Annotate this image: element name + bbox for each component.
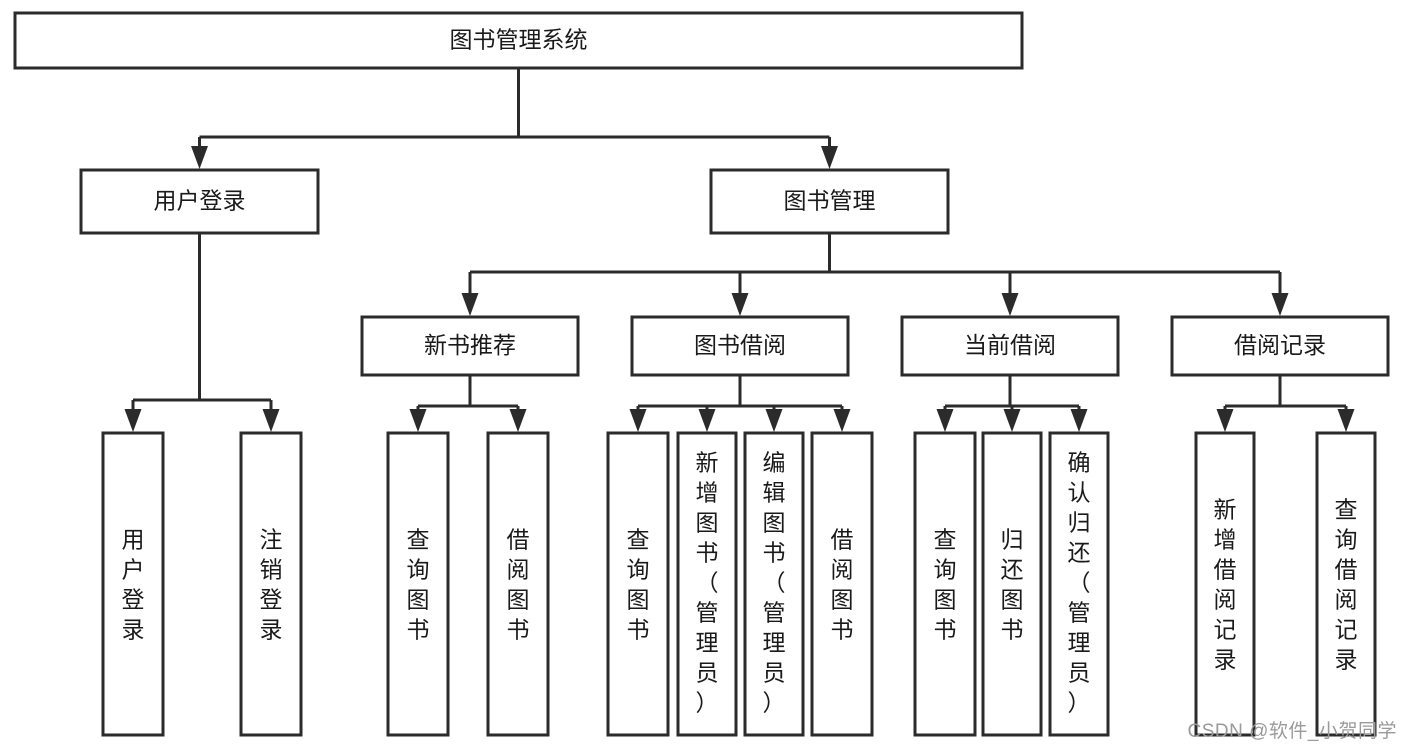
node-label: 借阅图书 bbox=[507, 526, 530, 642]
node-new-book-recommend[interactable]: 新书推荐 bbox=[360, 315, 580, 377]
node-leaf-return-book[interactable]: 归还图书 bbox=[981, 431, 1043, 737]
arrow-head-icon bbox=[629, 409, 647, 432]
node-borrow-record[interactable]: 借阅记录 bbox=[1170, 315, 1390, 377]
node-box[interactable] bbox=[360, 315, 580, 377]
node-leaf-borrow-book[interactable]: 借阅图书 bbox=[810, 431, 874, 737]
node-label: 图书借阅 bbox=[694, 332, 786, 358]
arrow-head-icon bbox=[731, 293, 749, 316]
connector-group-root bbox=[191, 68, 838, 169]
arrow-head-icon bbox=[1070, 409, 1088, 432]
node-box[interactable] bbox=[676, 431, 738, 737]
node-book-borrow[interactable]: 图书借阅 bbox=[630, 315, 850, 377]
node-box[interactable] bbox=[606, 431, 670, 737]
node-label: 借阅记录 bbox=[1234, 332, 1326, 358]
arrow-head-icon bbox=[124, 409, 142, 432]
node-label: 新增借阅记录 bbox=[1214, 496, 1237, 672]
node-box[interactable] bbox=[709, 168, 950, 235]
node-label: 查询借阅记录 bbox=[1335, 496, 1358, 672]
node-box[interactable] bbox=[900, 315, 1120, 377]
arrow-head-icon bbox=[698, 409, 716, 432]
node-leaf-edit-book[interactable]: 编辑图书（管理员） bbox=[743, 431, 805, 737]
watermark-label: CSDN @软件_小贺同学 bbox=[1187, 721, 1397, 742]
node-box[interactable] bbox=[386, 431, 450, 737]
node-leaf-user-login[interactable]: 用户登录 bbox=[101, 431, 165, 737]
arrow-head-icon bbox=[191, 146, 208, 169]
node-box[interactable] bbox=[913, 431, 977, 737]
node-layer: 图书管理系统用户登录图书管理新书推荐图书借阅当前借阅借阅记录用户登录注销登录查询… bbox=[13, 11, 1390, 737]
node-leaf-query-book-current[interactable]: 查询图书 bbox=[913, 431, 977, 737]
node-box[interactable] bbox=[981, 431, 1043, 737]
node-label: 查询图书 bbox=[934, 526, 957, 642]
arrow-head-icon bbox=[509, 409, 527, 432]
node-box[interactable] bbox=[79, 168, 320, 235]
node-box[interactable] bbox=[630, 315, 850, 377]
node-box[interactable] bbox=[1048, 431, 1110, 737]
arrow-head-icon bbox=[821, 146, 838, 169]
node-box[interactable] bbox=[239, 431, 303, 737]
node-user-login[interactable]: 用户登录 bbox=[79, 168, 320, 235]
node-label: 确认归还（管理员） bbox=[1068, 449, 1091, 715]
node-root[interactable]: 图书管理系统 bbox=[13, 11, 1024, 70]
node-box[interactable] bbox=[13, 11, 1024, 70]
node-leaf-logout[interactable]: 注销登录 bbox=[239, 431, 303, 737]
node-label: 归还图书 bbox=[1001, 526, 1024, 642]
arrow-head-icon bbox=[936, 409, 954, 432]
node-label: 当前借阅 bbox=[964, 332, 1056, 358]
node-box[interactable] bbox=[1194, 431, 1256, 737]
node-leaf-query-book-rec[interactable]: 查询图书 bbox=[386, 431, 450, 737]
node-label: 新书推荐 bbox=[424, 332, 516, 358]
arrow-head-icon bbox=[1003, 409, 1021, 432]
node-label: 编辑图书（管理员） bbox=[763, 449, 786, 715]
connector-group-new-book-recommend bbox=[409, 375, 527, 432]
node-leaf-add-borrow-record[interactable]: 新增借阅记录 bbox=[1194, 431, 1256, 737]
node-leaf-query-book-borrow[interactable]: 查询图书 bbox=[606, 431, 670, 737]
node-leaf-query-borrow-record[interactable]: 查询借阅记录 bbox=[1315, 431, 1377, 737]
node-box[interactable] bbox=[810, 431, 874, 737]
arrow-head-icon bbox=[409, 409, 427, 432]
arrow-head-icon bbox=[262, 409, 280, 432]
node-label: 图书管理系统 bbox=[450, 27, 588, 53]
node-box[interactable] bbox=[1170, 315, 1390, 377]
node-label: 借阅图书 bbox=[831, 526, 854, 642]
node-box[interactable] bbox=[101, 431, 165, 737]
arrow-head-icon bbox=[461, 293, 479, 316]
node-label: 用户登录 bbox=[122, 526, 145, 642]
arrow-head-icon bbox=[1216, 409, 1234, 432]
node-label: 注销登录 bbox=[260, 526, 283, 642]
connector-layer bbox=[124, 68, 1355, 432]
node-label: 查询图书 bbox=[407, 526, 430, 642]
node-box[interactable] bbox=[743, 431, 805, 737]
node-current-borrow[interactable]: 当前借阅 bbox=[900, 315, 1120, 377]
arrow-head-icon bbox=[765, 409, 783, 432]
node-box[interactable] bbox=[1315, 431, 1377, 737]
node-leaf-add-book[interactable]: 新增图书（管理员） bbox=[676, 431, 738, 737]
arrow-head-icon bbox=[1001, 293, 1019, 316]
connector-group-borrow-record bbox=[1216, 375, 1355, 432]
node-label: 新增图书（管理员） bbox=[696, 449, 719, 715]
connector-group-book-borrow bbox=[629, 375, 851, 432]
node-label: 图书管理 bbox=[784, 188, 876, 214]
connector-group-book-manage bbox=[461, 233, 1289, 316]
node-leaf-confirm-return[interactable]: 确认归还（管理员） bbox=[1048, 431, 1110, 737]
arrow-head-icon bbox=[1271, 293, 1289, 316]
connector-group-current-borrow bbox=[936, 375, 1088, 432]
connector-group-user-login bbox=[124, 233, 280, 432]
node-leaf-borrow-book-rec[interactable]: 借阅图书 bbox=[486, 431, 550, 737]
arrow-head-icon bbox=[1337, 409, 1355, 432]
node-label: 查询图书 bbox=[627, 526, 650, 642]
arrow-head-icon bbox=[833, 409, 851, 432]
node-book-manage[interactable]: 图书管理 bbox=[709, 168, 950, 235]
node-box[interactable] bbox=[486, 431, 550, 737]
node-label: 用户登录 bbox=[154, 188, 246, 214]
